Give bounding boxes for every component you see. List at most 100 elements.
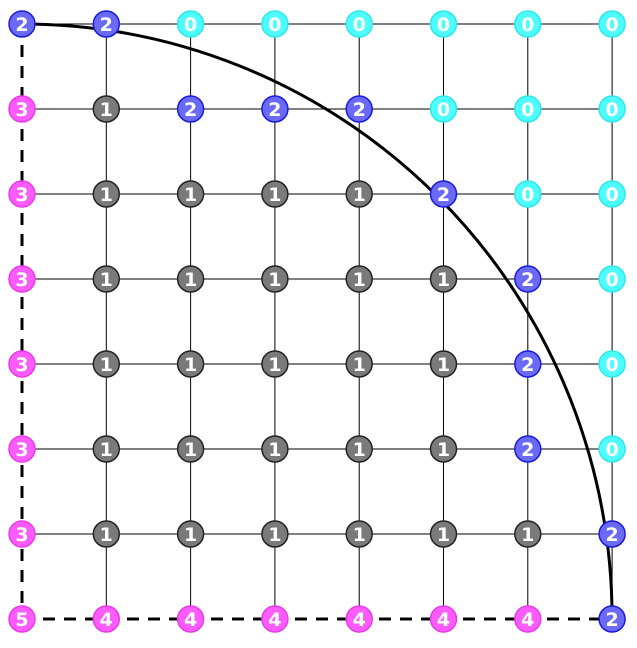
- grid-node: 2: [514, 265, 542, 293]
- grid-node: 0: [514, 95, 542, 123]
- grid-node: 4: [92, 605, 121, 633]
- node-value: 2: [605, 609, 618, 631]
- node-circle: [8, 10, 36, 38]
- node-circle: [514, 520, 542, 548]
- node-circle: [514, 435, 542, 463]
- grid-node: 1: [429, 350, 458, 378]
- node-value: 1: [100, 99, 113, 121]
- grid-node: 2: [345, 95, 373, 123]
- node-circle: [429, 605, 458, 633]
- grid-node: 4: [176, 605, 205, 633]
- dashed-boundary: [20, 24, 613, 621]
- node-value: 2: [184, 99, 197, 121]
- grid-node: 2: [92, 10, 121, 38]
- grid-node: 1: [261, 520, 289, 548]
- node-value: 3: [15, 269, 28, 291]
- grid-node: 3: [8, 350, 36, 378]
- node-value: 0: [605, 354, 618, 376]
- node-circle: [92, 95, 121, 123]
- node-circle: [345, 435, 373, 463]
- node-value: 1: [437, 269, 450, 291]
- node-value: 1: [100, 354, 113, 376]
- grid-node: 1: [345, 435, 373, 463]
- node-circle: [8, 180, 36, 208]
- node-value: 1: [268, 184, 281, 206]
- node-value: 0: [605, 184, 618, 206]
- grid-node: 2: [429, 180, 458, 208]
- node-value: 0: [605, 14, 618, 36]
- grid-node: 1: [176, 180, 205, 208]
- grid-node: 3: [8, 180, 36, 208]
- node-value: 2: [353, 99, 366, 121]
- grid-node: 0: [598, 435, 626, 463]
- node-value: 0: [268, 14, 281, 36]
- node-circle: [598, 520, 626, 548]
- node-circle: [261, 435, 289, 463]
- node-value: 1: [268, 269, 281, 291]
- grid-node: 4: [429, 605, 458, 633]
- grid-node: 3: [8, 435, 36, 463]
- grid-node: 1: [92, 180, 121, 208]
- grid-node: 1: [92, 520, 121, 548]
- node-circle: [176, 605, 205, 633]
- node-circle: [261, 95, 289, 123]
- grid-node: 1: [261, 350, 289, 378]
- node-circle: [514, 350, 542, 378]
- node-circle: [598, 605, 626, 633]
- node-circle: [514, 180, 542, 208]
- grid-node: 0: [176, 10, 205, 38]
- grid-node: 0: [514, 10, 542, 38]
- grid-node: 2: [514, 350, 542, 378]
- node-circle: [514, 10, 542, 38]
- node-circle: [176, 520, 205, 548]
- node-circle: [176, 350, 205, 378]
- node-value: 4: [437, 609, 450, 631]
- node-value: 4: [268, 609, 281, 631]
- node-circle: [345, 180, 373, 208]
- node-circle: [429, 180, 458, 208]
- node-value: 3: [15, 439, 28, 461]
- grid-node: 1: [429, 265, 458, 293]
- grid-node: 0: [261, 10, 289, 38]
- grid-node: 1: [514, 520, 542, 548]
- node-circle: [92, 435, 121, 463]
- grid-node: 1: [92, 95, 121, 123]
- node-circle: [429, 350, 458, 378]
- node-value: 2: [521, 439, 534, 461]
- node-circle: [261, 350, 289, 378]
- grid-node: 1: [261, 180, 289, 208]
- node-value: 0: [605, 439, 618, 461]
- node-value: 1: [100, 269, 113, 291]
- grid-node: 0: [598, 265, 626, 293]
- node-circle: [176, 10, 205, 38]
- grid-node: 1: [345, 180, 373, 208]
- node-value: 2: [268, 99, 281, 121]
- node-value: 1: [184, 354, 197, 376]
- node-circle: [8, 95, 36, 123]
- node-circle: [92, 10, 121, 38]
- grid-node: 0: [598, 350, 626, 378]
- node-value: 1: [100, 184, 113, 206]
- grid-node: 1: [176, 350, 205, 378]
- node-circle: [429, 265, 458, 293]
- node-circle: [261, 10, 289, 38]
- node-value: 1: [100, 524, 113, 546]
- node-circle: [261, 605, 289, 633]
- node-circle: [598, 95, 626, 123]
- node-value: 1: [437, 439, 450, 461]
- grid-node: 3: [8, 95, 36, 123]
- node-circle: [176, 95, 205, 123]
- node-value: 0: [521, 14, 534, 36]
- node-value: 0: [605, 269, 618, 291]
- grid-node: 1: [261, 265, 289, 293]
- node-circle: [598, 350, 626, 378]
- node-circle: [345, 10, 373, 38]
- node-value: 1: [268, 524, 281, 546]
- grid-node: 0: [429, 10, 458, 38]
- node-circle: [514, 605, 542, 633]
- grid-node: 1: [92, 435, 121, 463]
- node-value: 2: [100, 14, 113, 36]
- node-circle: [176, 265, 205, 293]
- node-circle: [514, 265, 542, 293]
